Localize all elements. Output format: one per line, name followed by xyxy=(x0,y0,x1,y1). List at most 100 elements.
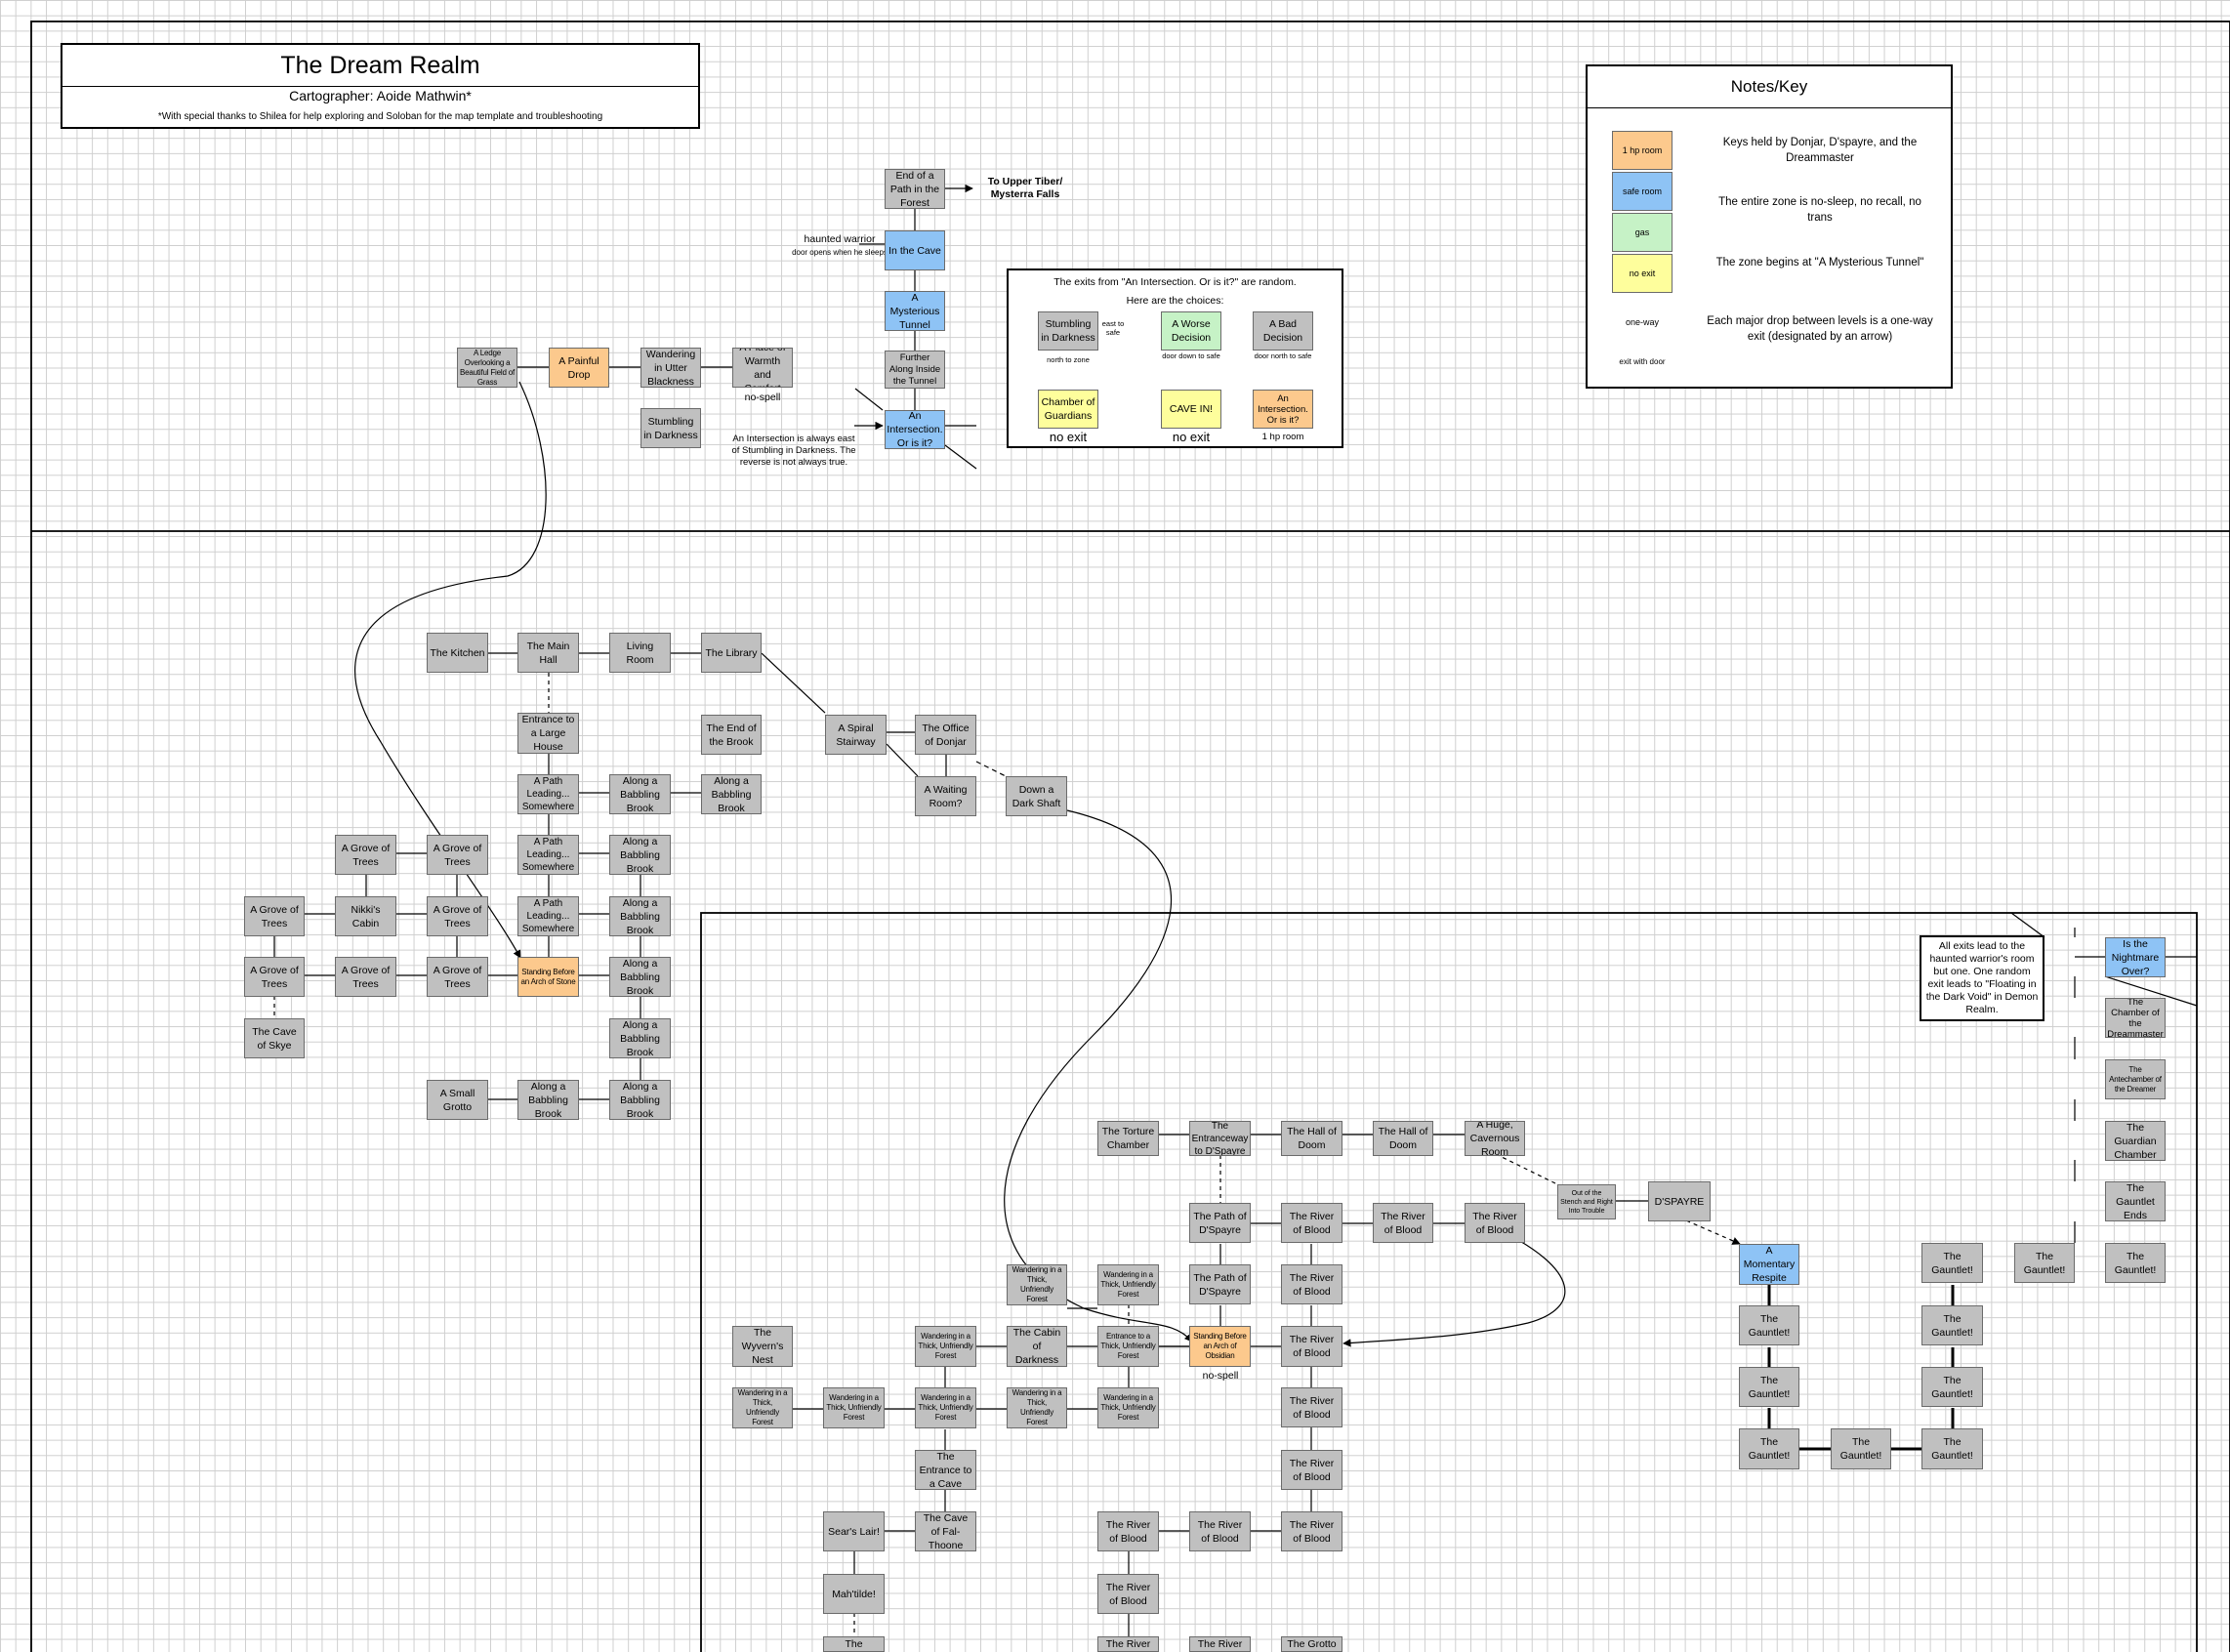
room-entranceway-dspayre[interactable]: The Entranceway to D'Spayre xyxy=(1189,1121,1251,1156)
room-ledge[interactable]: A Ledge Overlooking a Beautiful Field of… xyxy=(457,348,517,388)
room-gauntlet-r7[interactable]: The Gauntlet! xyxy=(1831,1428,1891,1469)
room-path-leading-2[interactable]: A Path Leading... Somewhere xyxy=(517,835,579,875)
room-main-hall[interactable]: The Main Hall xyxy=(517,633,579,673)
room-path-dspayre-1[interactable]: The Path of D'Spayre xyxy=(1189,1203,1251,1243)
room-grove-2[interactable]: A Grove of Trees xyxy=(427,835,488,875)
room-out-stench[interactable]: Out of the Stench and Right Into Trouble xyxy=(1557,1184,1616,1219)
room-forest-7[interactable]: Wandering in a Thick, Unfriendly Forest xyxy=(1007,1387,1067,1428)
room-forest-2[interactable]: Wandering in a Thick, Unfriendly Forest xyxy=(1097,1264,1159,1305)
room-gauntlet-ends[interactable]: The Gauntlet Ends xyxy=(2105,1181,2166,1221)
room-antechamber[interactable]: The Antechamber of the Dreamer xyxy=(2105,1059,2166,1099)
room-warmth[interactable]: A Place of Warmth and Comfort xyxy=(732,348,793,388)
room-river-blood-5[interactable]: The River of Blood xyxy=(1281,1326,1342,1367)
room-chamber-dreammaster[interactable]: The Chamber of the Dreammaster xyxy=(2105,998,2166,1038)
room-treasure[interactable]: The Treasure xyxy=(823,1636,885,1652)
room-river-blood-12[interactable]: The River of Blood xyxy=(1097,1636,1159,1652)
room-nikkis-cabin[interactable]: Nikki's Cabin xyxy=(335,896,396,936)
room-intersection[interactable]: An Intersection. Or is it? xyxy=(885,410,945,449)
room-forest-4[interactable]: Wandering in a Thick, Unfriendly Forest xyxy=(732,1387,793,1428)
room-babbling-5[interactable]: Along a Babbling Brook xyxy=(609,957,671,997)
room-gauntlet-r4[interactable]: The Gauntlet! xyxy=(1921,1305,1983,1345)
room-hall-doom-1[interactable]: The Hall of Doom xyxy=(1281,1121,1342,1156)
room-grove-3[interactable]: A Grove of Trees xyxy=(244,896,305,936)
room-dspayre[interactable]: D'SPAYRE xyxy=(1648,1181,1711,1221)
room-further-along[interactable]: Further Along Inside the Tunnel xyxy=(885,351,945,389)
room-river-blood-10[interactable]: The River of Blood xyxy=(1281,1511,1342,1551)
room-dark-shaft[interactable]: Down a Dark Shaft xyxy=(1006,776,1067,816)
room-grove-7[interactable]: A Grove of Trees xyxy=(427,957,488,997)
room-river-blood-8[interactable]: The River of Blood xyxy=(1097,1511,1159,1551)
room-babbling-8[interactable]: Along a Babbling Brook xyxy=(609,1080,671,1120)
gauntlet-links xyxy=(1767,1285,1955,1451)
room-spiral-stairway[interactable]: A Spiral Stairway xyxy=(825,715,887,755)
room-babbling-6[interactable]: Along a Babbling Brook xyxy=(609,1018,671,1058)
room-in-cave[interactable]: In the Cave xyxy=(885,230,945,270)
room-gauntlet-r6[interactable]: The Gauntlet! xyxy=(1921,1428,1983,1469)
room-path-leading-3[interactable]: A Path Leading... Somewhere xyxy=(517,896,579,936)
room-river-blood-13[interactable]: The River of Blood xyxy=(1189,1636,1251,1652)
room-hall-doom-2[interactable]: The Hall of Doom xyxy=(1373,1121,1433,1156)
room-kitchen[interactable]: The Kitchen xyxy=(427,633,488,673)
room-huge-cavernous[interactable]: A Huge, Cavernous Room xyxy=(1465,1121,1525,1156)
room-grove-1[interactable]: A Grove of Trees xyxy=(335,835,396,875)
room-river-blood-4[interactable]: The River of Blood xyxy=(1281,1264,1342,1304)
room-forest-1[interactable]: Wandering in a Thick, Unfriendly Forest xyxy=(1007,1264,1067,1305)
room-river-blood-1[interactable]: The River of Blood xyxy=(1281,1203,1342,1243)
room-cabin-darkness[interactable]: The Cabin of Darkness xyxy=(1007,1326,1067,1367)
room-entrance-house[interactable]: Entrance to a Large House xyxy=(517,713,579,754)
room-library[interactable]: The Library xyxy=(701,633,762,673)
room-office-donjar[interactable]: The Office of Donjar xyxy=(915,715,976,755)
room-babbling-1[interactable]: Along a Babbling Brook xyxy=(609,774,671,814)
room-cave-skye[interactable]: The Cave of Skye xyxy=(244,1018,305,1058)
room-sears-lair[interactable]: Sear's Lair! xyxy=(823,1511,885,1551)
room-path-leading-1[interactable]: A Path Leading... Somewhere xyxy=(517,774,579,814)
room-arch-obsidian[interactable]: Standing Before an Arch of Obsidian xyxy=(1189,1326,1251,1367)
room-torture-chamber[interactable]: The Torture Chamber xyxy=(1097,1121,1159,1156)
room-guardian-chamber[interactable]: The Guardian Chamber xyxy=(2105,1121,2166,1161)
room-gauntlet-r3[interactable]: The Gauntlet! xyxy=(1921,1243,1983,1283)
room-nightmare-over[interactable]: Is the Nightmare Over? xyxy=(2105,937,2166,977)
room-river-blood-7[interactable]: The River of Blood xyxy=(1281,1450,1342,1490)
room-grove-4[interactable]: A Grove of Trees xyxy=(427,896,488,936)
room-end-path[interactable]: End of a Path in the Forest xyxy=(885,169,945,209)
room-babbling-4[interactable]: Along a Babbling Brook xyxy=(609,896,671,936)
room-forest-6[interactable]: Wandering in a Thick, Unfriendly Forest xyxy=(915,1387,976,1428)
room-waiting-room[interactable]: A Waiting Room? xyxy=(915,776,976,816)
room-forest-5[interactable]: Wandering in a Thick, Unfriendly Forest xyxy=(823,1387,885,1428)
room-living-room[interactable]: Living Room xyxy=(609,633,671,673)
room-gauntlet-r1[interactable]: The Gauntlet! xyxy=(2105,1243,2166,1283)
room-small-grotto[interactable]: A Small Grotto xyxy=(427,1080,488,1120)
room-grotto-blood[interactable]: The Grotto of Blood xyxy=(1281,1636,1342,1652)
room-grove-5[interactable]: A Grove of Trees xyxy=(244,957,305,997)
room-mahtilde[interactable]: Mah'tilde! xyxy=(823,1574,885,1614)
room-gauntlet-r8[interactable]: The Gauntlet! xyxy=(1739,1428,1799,1469)
room-entrance-cave[interactable]: The Entrance to a Cave xyxy=(915,1450,976,1490)
room-arch-stone[interactable]: Standing Before an Arch of Stone xyxy=(517,957,579,997)
room-entrance-forest[interactable]: Entrance to a Thick, Unfriendly Forest xyxy=(1097,1326,1159,1367)
room-wandering-blackness[interactable]: Wandering in Utter Blackness xyxy=(640,348,701,388)
key-swatch-noexit: no exit xyxy=(1612,254,1672,293)
room-river-blood-3[interactable]: The River of Blood xyxy=(1465,1203,1525,1243)
room-gauntlet-r9[interactable]: The Gauntlet! xyxy=(1739,1367,1799,1407)
room-forest-8[interactable]: Wandering in a Thick, Unfriendly Forest xyxy=(1097,1387,1159,1428)
room-stumbling[interactable]: Stumbling in Darkness xyxy=(640,408,701,448)
room-gauntlet-r10[interactable]: The Gauntlet! xyxy=(1739,1305,1799,1345)
room-wyvern-nest[interactable]: The Wyvern's Nest xyxy=(732,1326,793,1367)
room-end-brook[interactable]: The End of the Brook xyxy=(701,715,762,755)
room-mysterious-tunnel[interactable]: A Mysterious Tunnel xyxy=(885,291,945,331)
room-river-blood-6[interactable]: The River of Blood xyxy=(1281,1387,1342,1427)
room-river-blood-9[interactable]: The River of Blood xyxy=(1189,1511,1251,1551)
room-cave-fal-thoone[interactable]: The Cave of Fal-Thoone xyxy=(915,1511,976,1551)
room-river-blood-11[interactable]: The River of Blood xyxy=(1097,1574,1159,1614)
room-gauntlet-r2[interactable]: The Gauntlet! xyxy=(2014,1243,2075,1283)
room-gauntlet-r5[interactable]: The Gauntlet! xyxy=(1921,1367,1983,1407)
room-river-blood-2[interactable]: The River of Blood xyxy=(1373,1203,1433,1243)
room-momentary-respite[interactable]: A Momentary Respite xyxy=(1739,1244,1799,1285)
room-babbling-2[interactable]: Along a Babbling Brook xyxy=(701,774,762,814)
room-babbling-3[interactable]: Along a Babbling Brook xyxy=(609,835,671,875)
room-babbling-7[interactable]: Along a Babbling Brook xyxy=(517,1080,579,1120)
room-path-dspayre-2[interactable]: The Path of D'Spayre xyxy=(1189,1264,1251,1304)
room-forest-3[interactable]: Wandering in a Thick, Unfriendly Forest xyxy=(915,1326,976,1367)
room-painful-drop[interactable]: A Painful Drop xyxy=(549,348,609,388)
room-grove-6[interactable]: A Grove of Trees xyxy=(335,957,396,997)
